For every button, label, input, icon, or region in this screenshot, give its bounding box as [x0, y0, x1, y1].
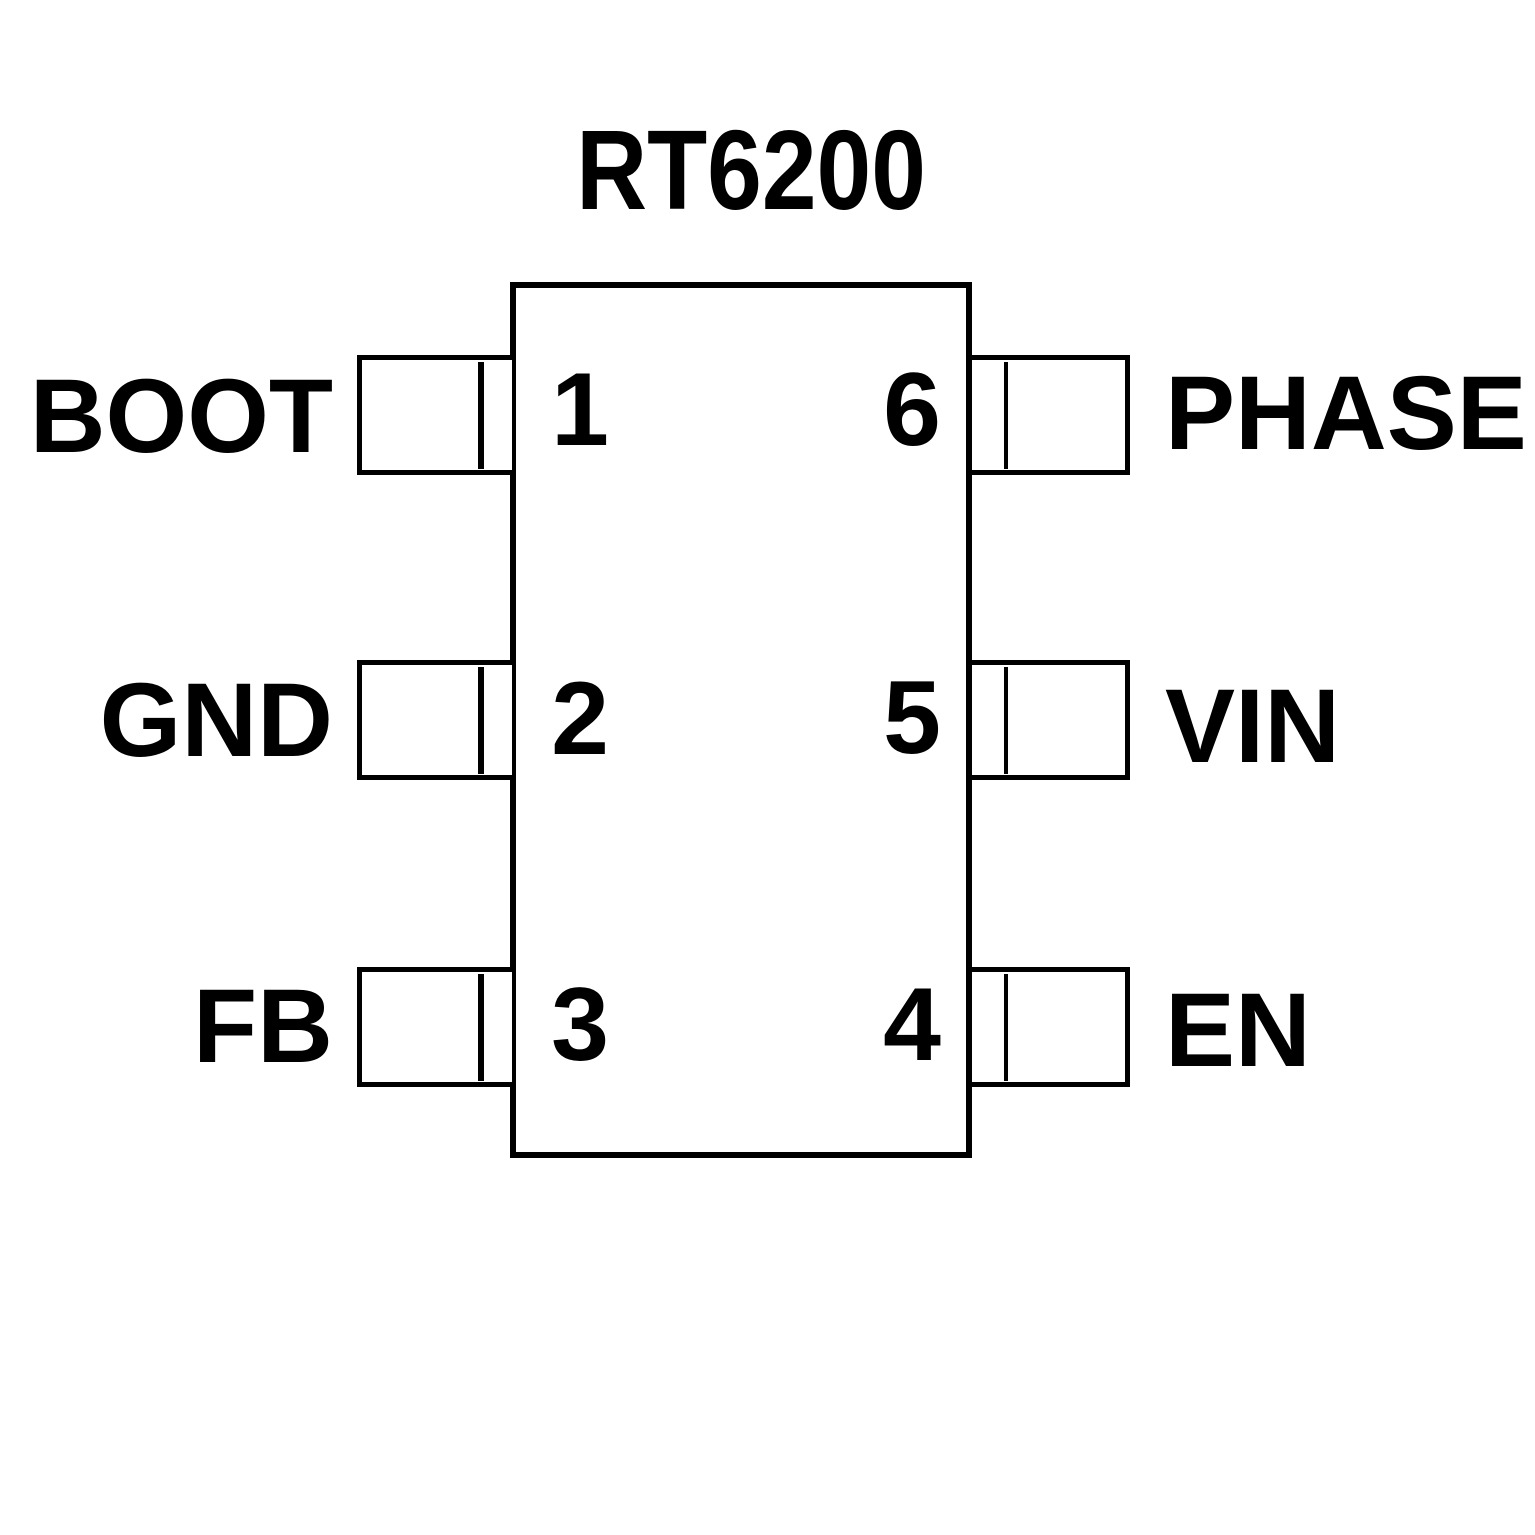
pad-divider-line-4 [1004, 974, 1008, 1081]
pin-number-3: 3 [551, 967, 609, 1083]
pin-number-4: 4 [883, 967, 941, 1083]
pin-label-gnd: GND [99, 662, 333, 779]
pin-number-6: 6 [883, 352, 941, 468]
pad-divider-line-1 [478, 362, 484, 469]
pin-label-vin: VIN [1165, 668, 1341, 785]
pin-label-fb: FB [193, 968, 333, 1085]
pin-pad-6 [972, 355, 1130, 475]
pin-pad-2 [357, 660, 512, 780]
pin-number-5: 5 [883, 660, 941, 776]
pad-divider-line-3 [478, 974, 484, 1081]
pin-pad-4 [972, 967, 1130, 1087]
pin-number-2: 2 [551, 661, 609, 777]
pin-pad-3 [357, 967, 512, 1087]
pin-pad-5 [972, 660, 1130, 780]
ic-body-outline [510, 282, 972, 1158]
pad-divider-line-6 [1004, 362, 1008, 469]
chip-title: RT6200 [576, 107, 926, 233]
pin-label-boot: BOOT [29, 358, 333, 475]
pad-divider-line-2 [478, 667, 484, 774]
pin-number-1: 1 [551, 352, 609, 468]
pad-divider-line-5 [1004, 667, 1008, 774]
pin-pad-1 [357, 355, 512, 475]
pin-label-en: EN [1165, 972, 1311, 1089]
pin-label-phase: PHASE [1165, 355, 1527, 472]
